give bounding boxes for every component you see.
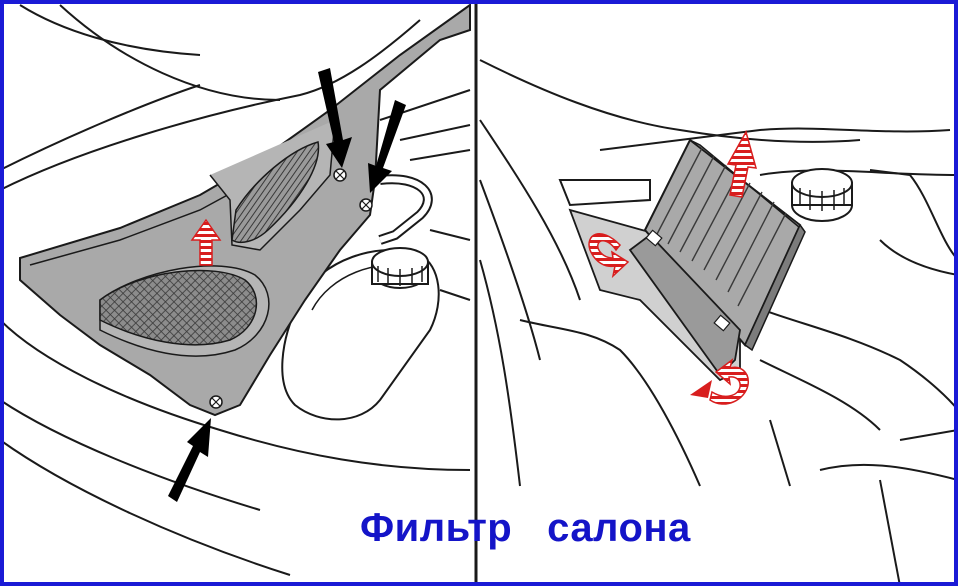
left-panel	[0, 3, 471, 576]
washer-reservoir	[281, 247, 440, 421]
right-panel	[479, 59, 958, 586]
red-arrows	[588, 130, 758, 405]
reservoir-cap	[791, 168, 853, 222]
cowl-cover	[19, 3, 471, 417]
black-arrows	[168, 68, 406, 502]
cabin-filter	[628, 138, 806, 377]
caption-text: Фильтр салона	[360, 506, 691, 550]
lift-arrow-icon	[190, 218, 222, 266]
